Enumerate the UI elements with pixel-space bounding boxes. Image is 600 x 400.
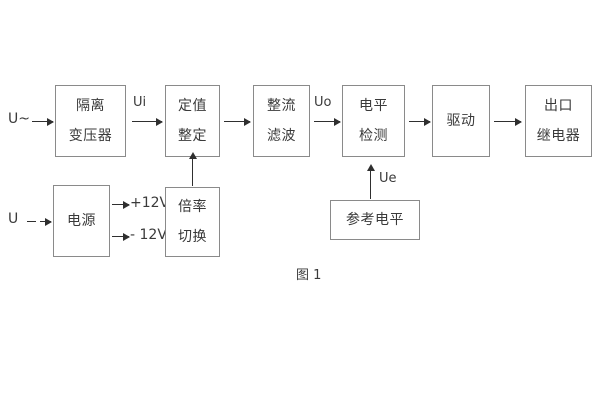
input-label-dc: U [8,211,19,227]
block-reference-level: 参考电平 [330,200,420,240]
block-level-detection-line2: 检测 [359,128,388,144]
block-level-detection-line1: 电平 [359,98,388,114]
arrow-reference-level-to-level-detection [366,164,375,199]
arrow-setting-value-to-rectify-filter [224,118,251,126]
block-drive-line1: 驱动 [446,113,476,129]
signal-label-uo: Uo [314,95,332,110]
block-multiplier-switch-line2: 切换 [178,229,207,245]
signal-label-neg12v: - 12V [130,227,167,243]
block-setting-value-line2: 整定 [178,128,207,144]
block-isolation-transformer-line1: 隔离 [76,98,105,114]
arrow-input-dc-to-power-supply [40,218,52,226]
block-rectify-filter: 整流 滤波 [253,85,310,157]
arrow-drive-to-output-relay [494,118,522,126]
input-label-ac: U~ [8,111,30,127]
block-isolation-transformer-line2: 变压器 [68,128,113,144]
block-output-relay-line2: 继电器 [536,128,581,144]
block-setting-value: 定值 整定 [165,85,220,157]
block-multiplier-switch: 倍率 切换 [165,187,220,257]
block-drive: 驱动 [432,85,490,157]
signal-label-pos12v: +12V [130,195,170,211]
block-output-relay-line1: 出口 [544,98,573,114]
arrow-multiplier-switch-to-setting-value [188,152,197,186]
block-setting-value-line1: 定值 [178,98,207,114]
figure-caption: 图 1 [296,268,322,283]
block-rectify-filter-line2: 滤波 [267,128,296,144]
arrow-isolation-transformer-to-setting-value [132,118,163,126]
dash-segment-input-dc [27,221,36,222]
block-reference-level-line1: 参考电平 [346,212,404,228]
arrow-power-supply-neg12v [112,233,130,241]
arrow-input-ac-to-isolation-transformer [32,118,54,126]
arrow-rectify-filter-to-level-detection [314,118,341,126]
block-isolation-transformer: 隔离 变压器 [55,85,126,157]
signal-label-ui: Ui [133,95,147,110]
block-output-relay: 出口 继电器 [525,85,592,157]
arrow-level-detection-to-drive [409,118,431,126]
signal-label-ue: Ue [379,171,397,186]
block-level-detection: 电平 检测 [342,85,405,157]
block-multiplier-switch-line1: 倍率 [178,199,207,215]
block-power-supply: 电源 [53,185,110,257]
arrow-power-supply-pos12v [112,201,130,209]
block-power-supply-line1: 电源 [67,213,96,229]
block-rectify-filter-line1: 整流 [267,98,296,114]
